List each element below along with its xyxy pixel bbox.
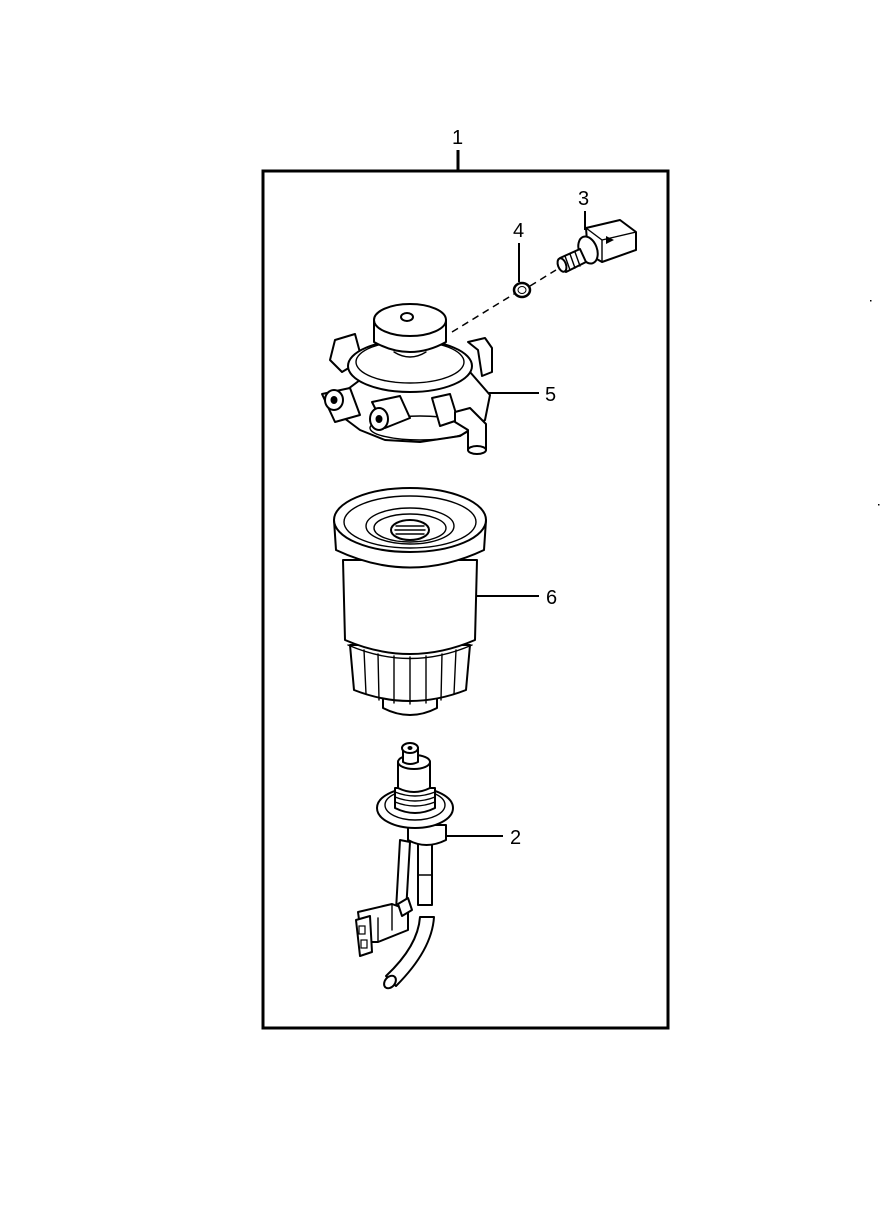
- assembly-frame: [261, 169, 670, 1030]
- scan-artifact: [878, 504, 880, 506]
- callout-5-label: 5: [545, 384, 556, 406]
- part-3-sensor[interactable]: [556, 219, 637, 273]
- callout-6[interactable]: 6: [476, 587, 557, 609]
- part-4-washer[interactable]: [512, 281, 532, 299]
- assembly-axis-line: [451, 269, 557, 333]
- callout-2-label: 2: [510, 827, 521, 849]
- callout-2[interactable]: 2: [446, 827, 521, 849]
- callout-1[interactable]: 1: [452, 127, 463, 171]
- part-5-filter-head[interactable]: [321, 303, 493, 455]
- callout-6-label: 6: [546, 587, 557, 609]
- callout-5[interactable]: 5: [489, 384, 556, 406]
- part-2-water-sensor[interactable]: [355, 742, 454, 991]
- callout-3[interactable]: 3: [578, 188, 589, 230]
- callout-4[interactable]: 4: [513, 220, 524, 282]
- part-6-filter-cartridge[interactable]: [333, 487, 487, 716]
- callout-3-label: 3: [578, 188, 589, 210]
- callout-4-label: 4: [513, 220, 524, 242]
- callout-1-label: 1: [452, 127, 463, 149]
- scan-artifact: [870, 300, 872, 302]
